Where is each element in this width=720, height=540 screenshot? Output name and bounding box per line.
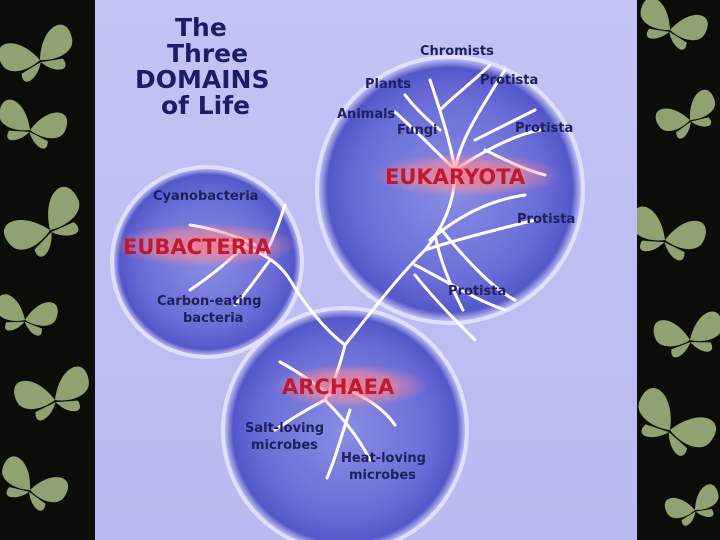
diagram-title: The Three DOMAINS of Life xyxy=(135,13,269,120)
label-cyanobacteria: Cyanobacteria xyxy=(153,189,258,204)
label-salt-loving-line-1: Salt-loving xyxy=(245,421,324,436)
domain-archaea: ARCHAEA xyxy=(282,375,395,399)
label-salt-loving-line-2: microbes xyxy=(251,438,318,453)
butterfly-icon xyxy=(652,86,720,146)
label-heat-loving-line-1: Heat-loving xyxy=(341,451,426,466)
eubacteria-glow xyxy=(113,223,297,267)
label-protista-right: Protista xyxy=(515,121,573,136)
butterfly-icon xyxy=(11,364,96,426)
butterfly-icon xyxy=(662,482,720,531)
label-protista-bottom: Protista xyxy=(448,284,506,299)
diagram-slide: The Three DOMAINS of Life EUKARYOTA EUBA… xyxy=(95,0,637,540)
title-line-1: The xyxy=(175,13,227,42)
label-animals: Animals xyxy=(337,107,396,122)
archaea-glow xyxy=(272,364,428,408)
butterfly-icon xyxy=(0,182,94,269)
label-chromists: Chromists xyxy=(420,44,494,59)
label-fungi: Fungi xyxy=(397,123,438,138)
title-line-3: DOMAINS xyxy=(135,65,269,94)
butterfly-icon xyxy=(0,453,72,518)
butterfly-icon xyxy=(0,97,70,154)
butterfly-icon xyxy=(651,309,720,361)
three-domains-diagram: The Three DOMAINS of Life EUKARYOTA EUBA… xyxy=(110,13,585,540)
butterfly-icon xyxy=(0,292,60,339)
butterfly-icon xyxy=(625,383,720,466)
domain-eukaryota: EUKARYOTA xyxy=(385,165,526,189)
label-heat-loving-line-2: microbes xyxy=(349,468,416,483)
label-carbon-eating-line-2: bacteria xyxy=(183,311,243,326)
domain-eubacteria: EUBACTERIA xyxy=(123,235,272,259)
butterfly-icon xyxy=(632,0,711,56)
label-protista-middle: Protista xyxy=(517,212,575,227)
label-plants: Plants xyxy=(365,77,411,92)
eukaryota-glow xyxy=(372,153,562,197)
label-carbon-eating-line-1: Carbon-eating xyxy=(157,294,261,309)
title-line-2: Three xyxy=(167,39,248,68)
label-protista-top: Protista xyxy=(480,73,538,88)
butterfly-icon xyxy=(0,21,82,89)
title-line-4: of Life xyxy=(161,91,250,120)
